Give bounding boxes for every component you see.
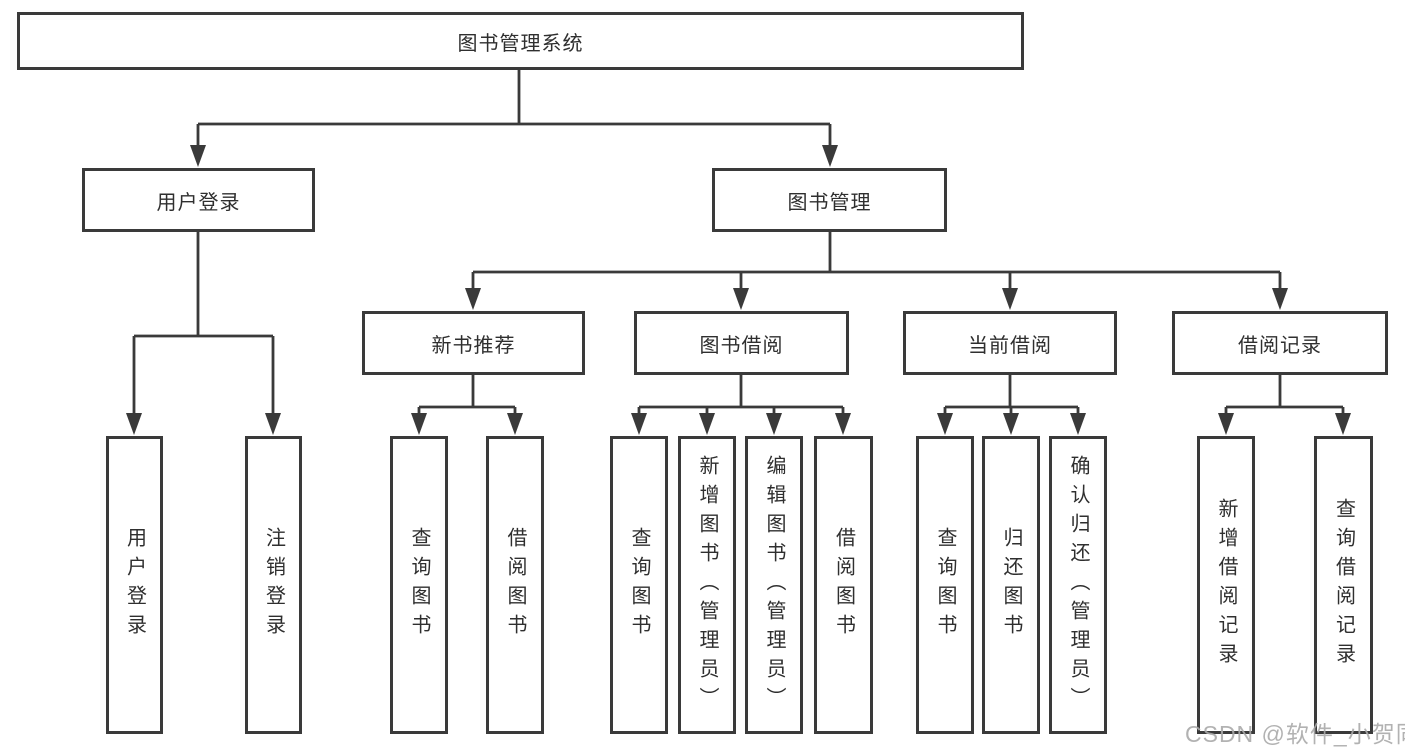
leaf-logout: 注销登录 — [245, 436, 302, 734]
leaf-borrowing-query-books: 查询图书 — [610, 436, 668, 734]
leaf-borrowing-edit-books-admin: 编辑图书（管理员） — [745, 436, 803, 734]
node-book-management: 图书管理 — [712, 168, 947, 232]
connector-user-login — [132, 232, 275, 416]
watermark: CSDN @软件_小贺同学 — [1185, 721, 1405, 747]
leaf-current-return-books: 归还图书 — [982, 436, 1040, 734]
connector-current-borrowing — [943, 375, 1080, 416]
connector-book-management — [471, 232, 1282, 292]
connector-borrowing-records — [1224, 375, 1345, 416]
node-new-book-recommendation: 新书推荐 — [362, 311, 585, 375]
connector-new-book — [417, 375, 517, 416]
leaf-newbook-query-books: 查询图书 — [390, 436, 448, 734]
node-current-borrowing: 当前借阅 — [903, 311, 1117, 375]
leaf-current-confirm-return-admin: 确认归还（管理员） — [1049, 436, 1107, 734]
node-book-borrowing: 图书借阅 — [634, 311, 849, 375]
connector-root — [196, 70, 832, 150]
leaf-user-login: 用户登录 — [106, 436, 163, 734]
leaf-newbook-borrow-books: 借阅图书 — [486, 436, 544, 734]
leaf-records-add-borrow-record: 新增借阅记录 — [1197, 436, 1255, 734]
node-library-management-system: 图书管理系统 — [17, 12, 1024, 70]
node-user-login: 用户登录 — [82, 168, 315, 232]
leaf-borrowing-borrow-books: 借阅图书 — [814, 436, 873, 734]
leaf-records-query-borrow-record: 查询借阅记录 — [1314, 436, 1373, 734]
connector-book-borrowing — [637, 375, 845, 416]
leaf-current-query-books: 查询图书 — [916, 436, 974, 734]
node-borrowing-records: 借阅记录 — [1172, 311, 1388, 375]
leaf-borrowing-add-books-admin: 新增图书（管理员） — [678, 436, 736, 734]
